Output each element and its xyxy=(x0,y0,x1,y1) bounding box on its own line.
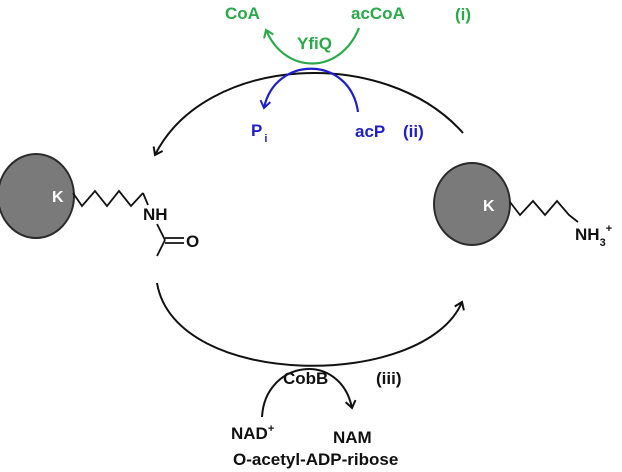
accoa-label: acCoA xyxy=(351,4,405,23)
acp-label: acP xyxy=(355,122,385,141)
o-acetyl-adp-ribose-label: O-acetyl-ADP-ribose xyxy=(233,450,398,469)
tag-iii-label: (iii) xyxy=(376,369,402,388)
top-cycle-arrow xyxy=(152,72,464,157)
yfiq-enzyme-label: YfiQ xyxy=(297,34,332,53)
cobb-enzyme-label: CobB xyxy=(283,369,328,388)
left-ball-k-label: K xyxy=(52,189,64,206)
nam-label: NAM xyxy=(333,428,372,447)
left-nh-label: NH xyxy=(143,205,168,224)
left-nh-bond xyxy=(142,192,149,206)
nad-label: NAD+ xyxy=(231,423,274,443)
coa-label: CoA xyxy=(225,4,260,23)
tag-i-label: (i) xyxy=(455,5,471,24)
left-o-label: O xyxy=(186,232,199,251)
left-methyl-bond xyxy=(156,239,166,257)
right-nh3-label: NH3+ xyxy=(575,223,612,249)
left-amide-bond xyxy=(156,223,166,241)
bottom-cycle-arrow xyxy=(156,282,465,367)
right-ball-k-label: K xyxy=(483,198,495,215)
blue-acetyl-arrow xyxy=(259,67,360,113)
tag-ii-label: (ii) xyxy=(403,122,424,141)
right-lysine-chain xyxy=(509,199,579,223)
cobb-arrow xyxy=(261,368,357,418)
left-lysine-chain xyxy=(72,189,144,208)
green-acetyl-arrow xyxy=(263,27,361,65)
right-protein-ball xyxy=(433,162,511,246)
